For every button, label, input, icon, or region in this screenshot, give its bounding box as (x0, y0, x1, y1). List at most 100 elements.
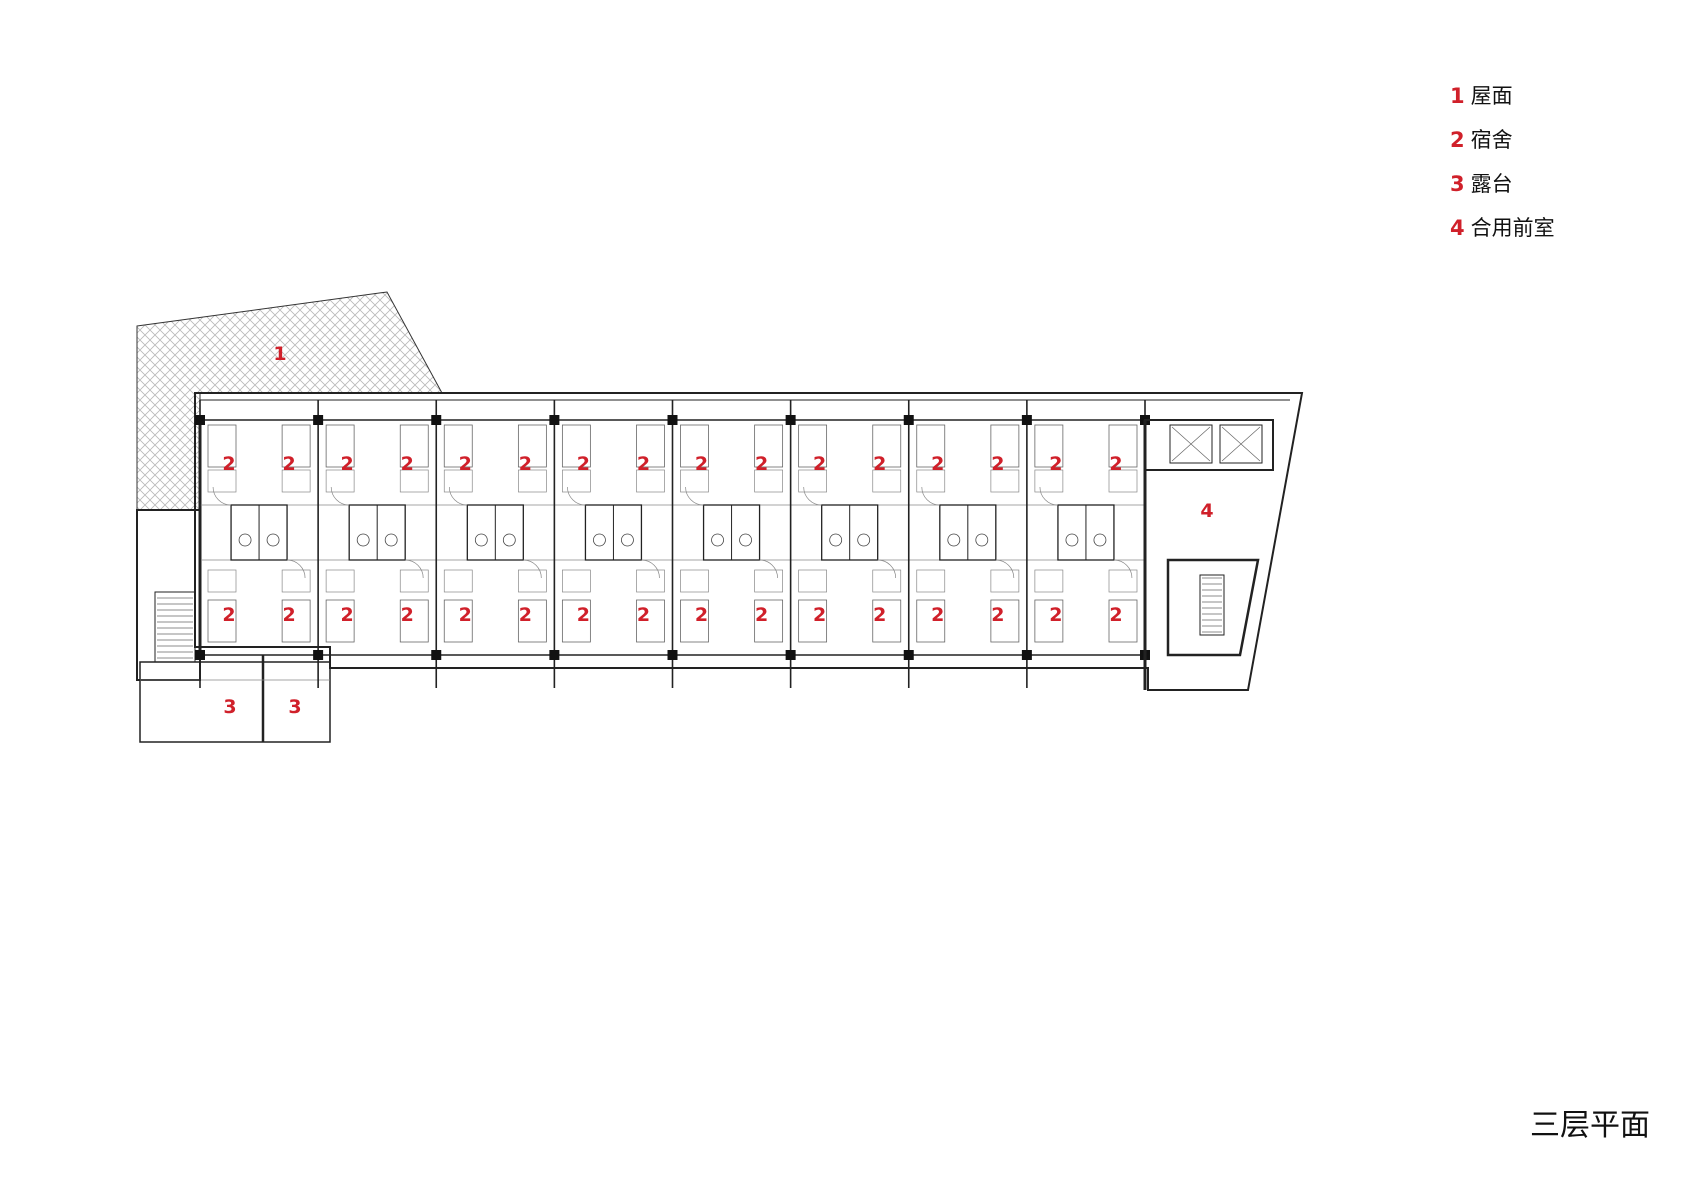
bed (916, 424, 946, 468)
bed (561, 599, 591, 643)
legend-label: 屋面 (1470, 84, 1513, 108)
desk (754, 569, 783, 593)
desk (1034, 569, 1064, 593)
legend-number: 1 (1450, 84, 1465, 108)
room-label: 2 (341, 604, 354, 626)
room-label: 2 (341, 453, 354, 475)
bed (281, 424, 311, 468)
room-label: 2 (813, 453, 826, 475)
bed (754, 599, 784, 643)
desk (207, 569, 237, 593)
desk (281, 569, 311, 593)
room-label: 2 (1109, 453, 1122, 475)
room-label: 2 (755, 453, 768, 475)
column (313, 650, 324, 660)
bed (990, 599, 1020, 643)
room-label: 4 (1200, 500, 1213, 522)
room-label: 2 (577, 453, 590, 475)
room-label: 2 (283, 453, 296, 475)
room-label: 2 (519, 604, 532, 626)
column (431, 650, 442, 660)
bed (636, 599, 665, 643)
room-label: 2 (401, 453, 414, 475)
desk (990, 469, 1020, 493)
room-label: 2 (222, 604, 235, 626)
room-label: 2 (1109, 604, 1122, 626)
bed (443, 424, 473, 468)
room-label: 2 (577, 604, 590, 626)
desk (916, 569, 946, 593)
room-label: 2 (813, 604, 826, 626)
room-label: 2 (401, 604, 414, 626)
desk (281, 469, 311, 493)
column (195, 650, 205, 660)
desk (207, 469, 237, 493)
desk (680, 469, 709, 493)
drawing-title: 三层平面 (1530, 1108, 1650, 1143)
room-label: 2 (222, 453, 235, 475)
desk (872, 469, 902, 493)
bed (207, 599, 237, 643)
column (667, 650, 678, 660)
room-label: 2 (519, 453, 532, 475)
desk (1108, 469, 1138, 493)
desk (518, 469, 547, 493)
roof-area (136, 291, 443, 511)
room-label: 2 (637, 604, 650, 626)
desk (325, 569, 355, 593)
room-label: 2 (931, 453, 944, 475)
bed (325, 599, 355, 643)
bed (399, 424, 429, 468)
room-label: 2 (1049, 453, 1062, 475)
column (903, 650, 914, 660)
room-label: 2 (755, 604, 768, 626)
building-outline (194, 392, 1304, 691)
room-label: 3 (288, 696, 301, 718)
bed (517, 599, 547, 643)
desk (1034, 469, 1064, 493)
legend-label: 露台 (1470, 172, 1513, 196)
bed (1108, 424, 1138, 468)
desk (636, 569, 665, 593)
desk (562, 469, 591, 493)
bed (872, 424, 902, 468)
room-label: 2 (695, 453, 708, 475)
room-label: 3 (223, 696, 236, 718)
legend-label: 合用前室 (1470, 216, 1555, 240)
desk (325, 469, 355, 493)
room-label: 2 (873, 604, 886, 626)
desk (680, 569, 709, 593)
room-label: 2 (637, 453, 650, 475)
bed (680, 424, 709, 468)
bed (207, 424, 237, 468)
room-label: 2 (459, 604, 472, 626)
column (1021, 650, 1032, 660)
bed (443, 599, 473, 643)
desk (754, 469, 783, 493)
bed (990, 424, 1020, 468)
column (313, 415, 324, 425)
elevator-core (1143, 419, 1274, 690)
desk (636, 469, 665, 493)
bed (1034, 424, 1064, 468)
column (785, 650, 796, 660)
stair-left (136, 509, 201, 681)
room-label: 2 (991, 604, 1004, 626)
room-label: 2 (1049, 604, 1062, 626)
bed (281, 599, 311, 643)
column (549, 415, 560, 425)
room-label: 2 (283, 604, 296, 626)
room-label: 2 (459, 453, 472, 475)
room-label: 2 (695, 604, 708, 626)
desk (872, 569, 902, 593)
desk (399, 469, 429, 493)
bed (399, 599, 429, 643)
bed (872, 599, 902, 643)
desk (443, 569, 473, 593)
column (785, 415, 796, 425)
